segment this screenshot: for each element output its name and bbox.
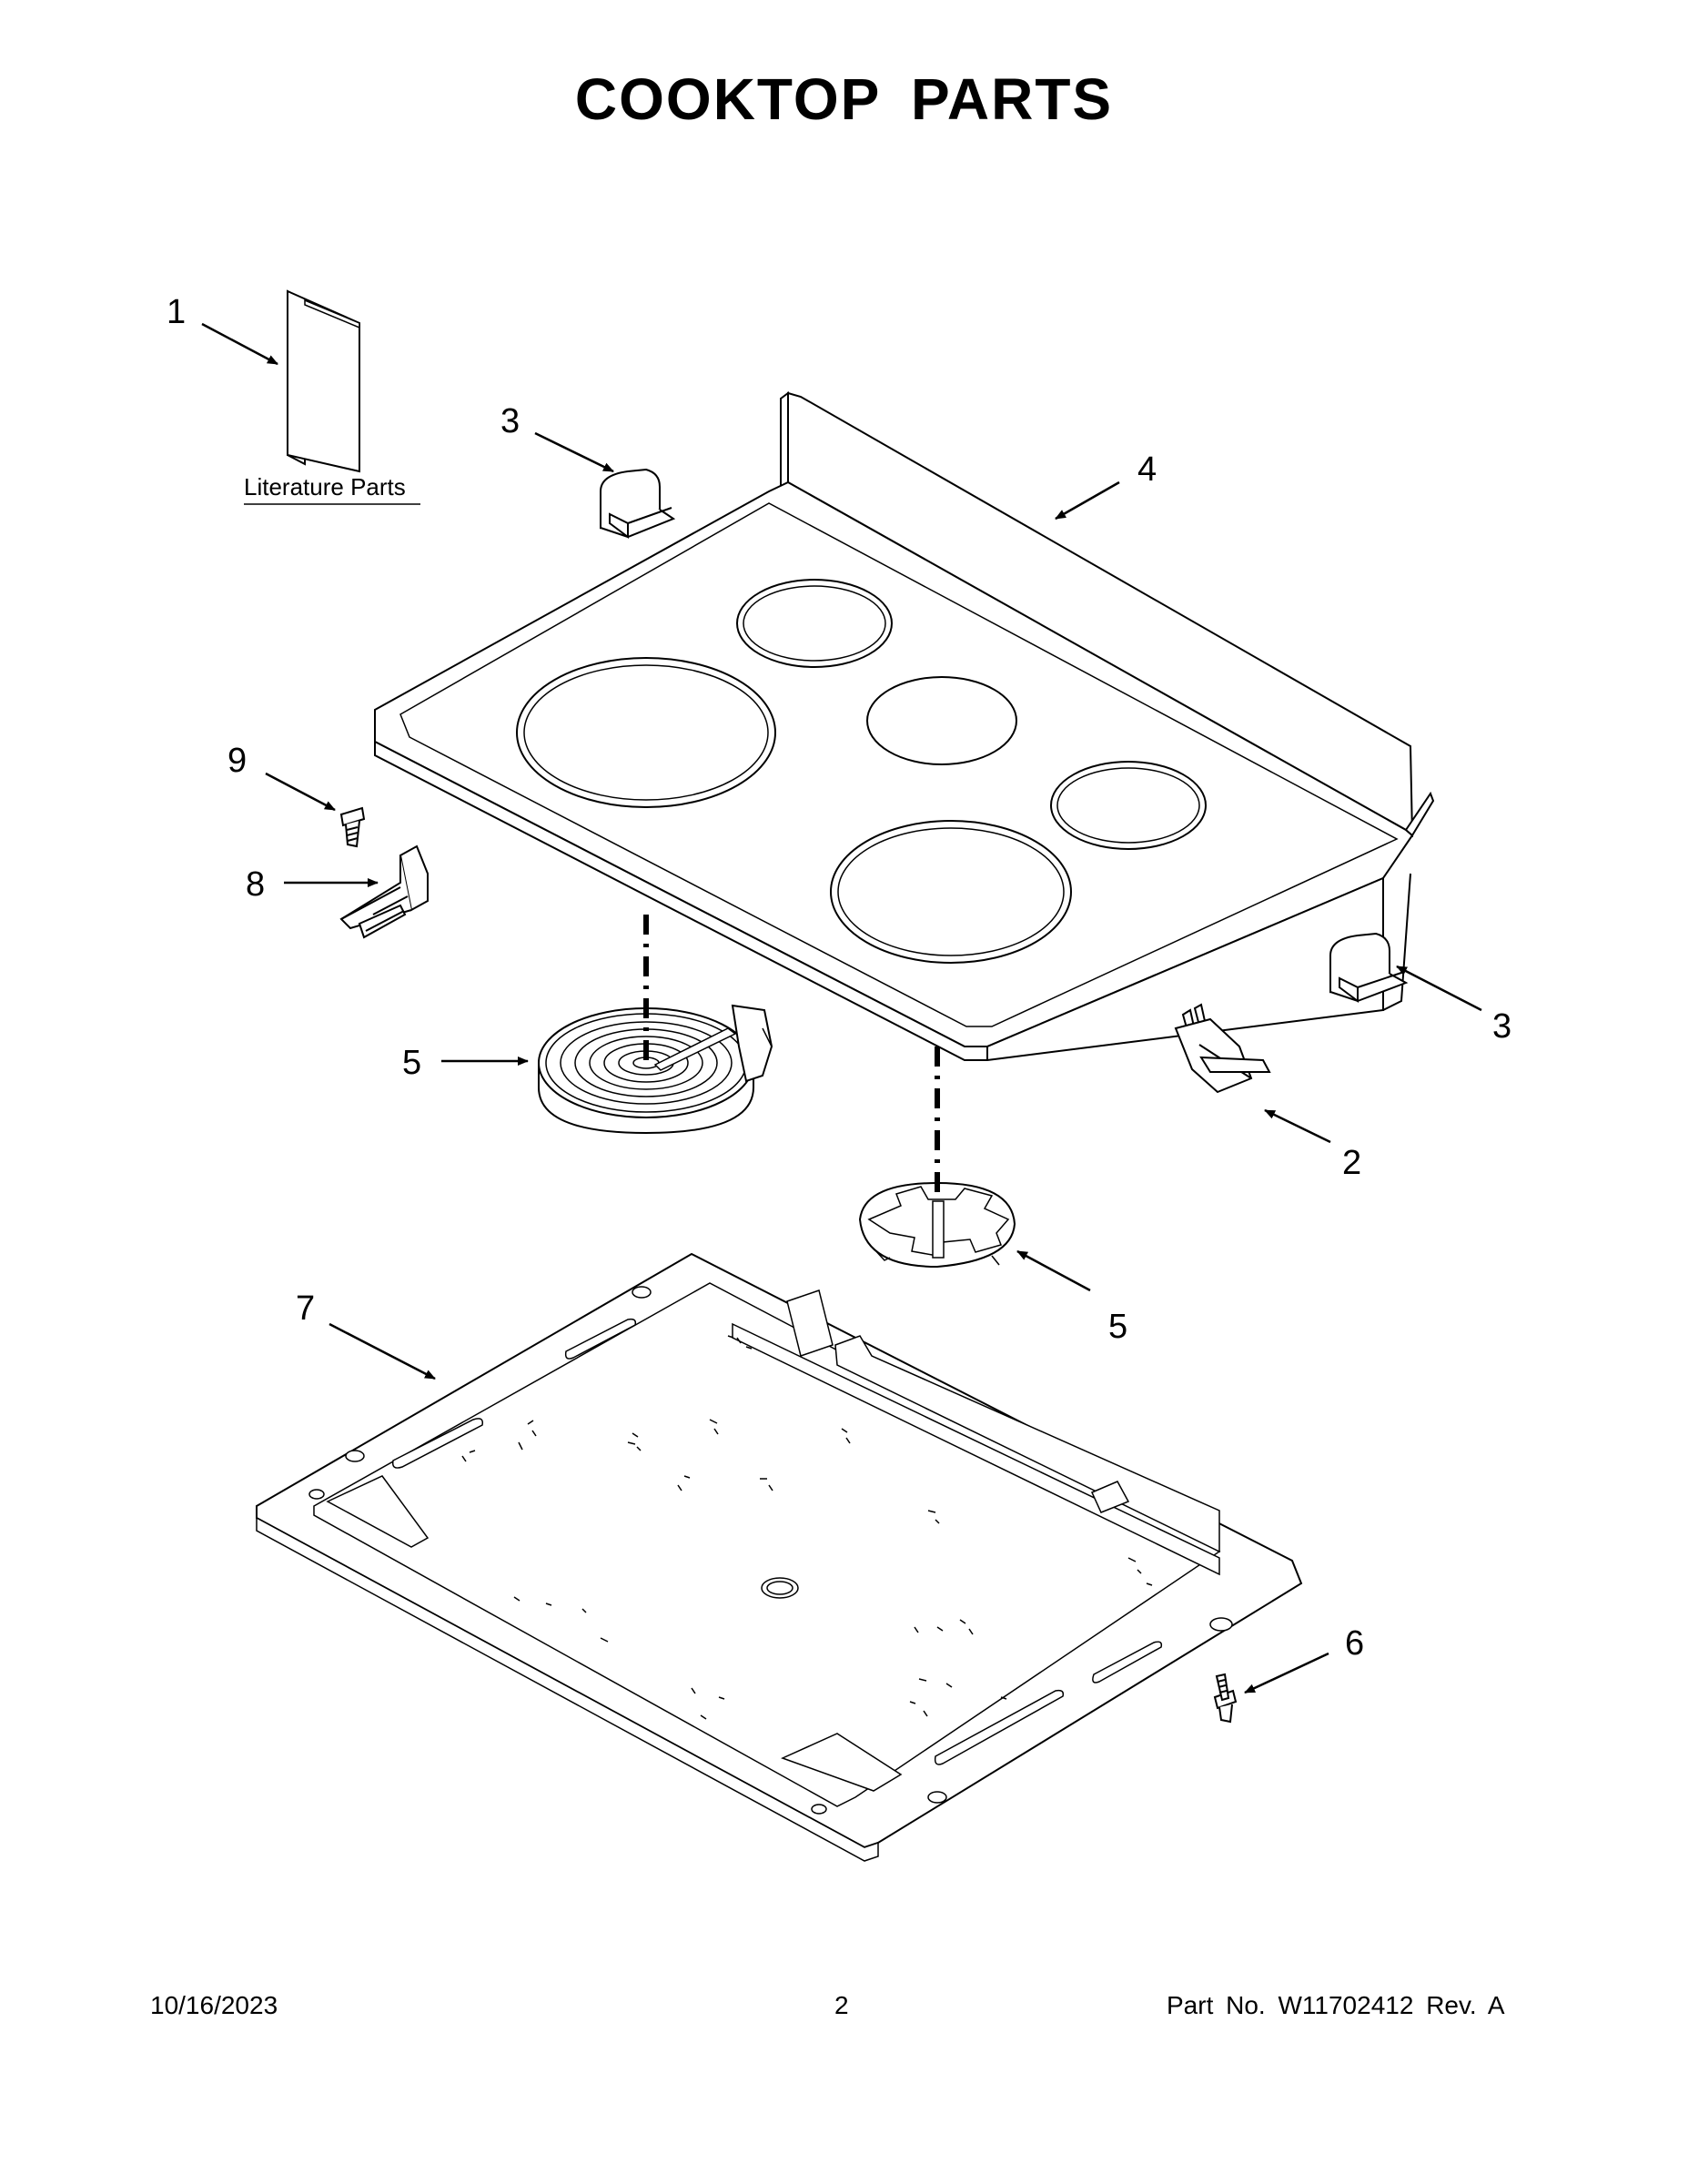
element-support-leader [1016,1249,1091,1292]
element-bracket-leader [1264,1108,1331,1144]
footer-part-number: Part No. W11702412 Rev. A [1167,1991,1505,2019]
end-cap-right-leader [1396,965,1482,1012]
callout-3-right: 3 [1492,1007,1511,1046]
cooktop-part [374,391,1435,1061]
screw-part [1213,1673,1238,1724]
callout-5-left: 5 [402,1044,421,1082]
end-cap-right-part [1329,932,1409,1003]
callout-2: 2 [1342,1144,1361,1182]
burner-front-left [516,657,776,808]
footer-date: 10/16/2023 [150,1991,278,2019]
burner-rear-left [736,579,893,668]
radiant-element-part [538,1004,773,1135]
end-cap-left-part [600,468,676,539]
burner-box-leader [329,1322,436,1380]
page-title: COOKTOP PARTS [574,66,1114,132]
literature-parts-part [287,289,360,473]
callout-4: 4 [1137,450,1157,489]
bracket-part [339,844,429,939]
end-cap-left-leader [534,431,614,473]
callout-1: 1 [167,293,186,331]
screw-small-part [339,806,366,848]
literature-parts-leader [201,322,278,366]
burner-box-part [256,1252,1303,1862]
burner-center [866,676,1017,765]
burner-rear-right [1050,761,1207,850]
callout-7: 7 [296,1289,315,1328]
element-bracket-part [1174,1003,1271,1094]
callout-5-right: 5 [1108,1308,1127,1346]
callout-6: 6 [1345,1624,1364,1663]
screw-leader [1244,1652,1329,1694]
footer-page-number: 2 [834,1991,849,2019]
burner-front-right [830,820,1072,964]
cooktop-burners [516,579,1207,964]
literature-parts-label: Literature Parts [244,473,406,500]
screw-small-leader [265,772,336,812]
callout-9: 9 [227,742,247,780]
burner-box-marks [461,1335,1153,1720]
callout-3-left: 3 [500,402,520,440]
callout-8: 8 [246,865,265,904]
cooktop-leader [1055,480,1120,521]
element-support-part [858,1181,1016,1269]
